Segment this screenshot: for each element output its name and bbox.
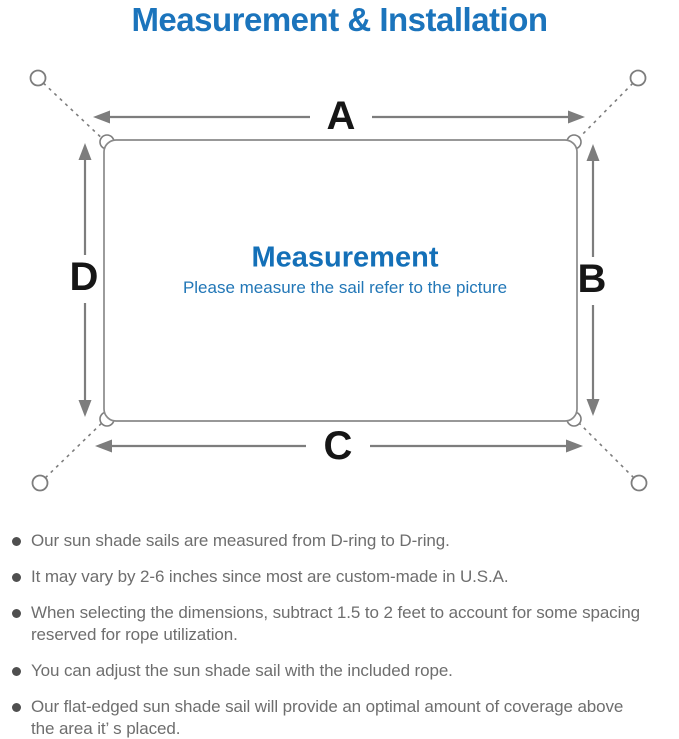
- sail-measurement-diagram: A B C D Measurement Please measure the s…: [0, 60, 679, 520]
- rope-dashed-line-bottom-right: [573, 417, 640, 484]
- note-text: When selecting the dimensions, subtract …: [31, 603, 640, 644]
- arrow-c-head-left: [95, 439, 112, 453]
- corner-d-rings: [99, 134, 582, 427]
- anchor-ring-icon-bottom-right: [630, 474, 648, 492]
- rope-dashed-line-bottom-left: [39, 417, 108, 484]
- sail-outline: [103, 139, 578, 422]
- dimension-label-c: C: [323, 424, 353, 468]
- list-item: When selecting the dimensions, subtract …: [12, 602, 679, 646]
- bullet-icon: [12, 609, 21, 618]
- anchor-ring-icon-bottom-left: [31, 474, 49, 492]
- arrow-a-head-left: [93, 110, 110, 124]
- anchor-ring-icon-top-right: [629, 69, 647, 87]
- bullet-icon: [12, 537, 21, 546]
- rope-dashed-line-top-right: [573, 77, 639, 144]
- sail-diagram-canvas: [29, 69, 648, 492]
- list-item: Our sun shade sails are measured from D-…: [12, 530, 679, 552]
- diagram-heading: Measurement: [251, 241, 439, 274]
- note-text: It may vary by 2-6 inches since most are…: [31, 567, 509, 586]
- page-title: Measurement & Installation: [131, 1, 548, 38]
- arrow-a-head-right: [568, 110, 585, 124]
- dimension-label-a: A: [326, 94, 356, 138]
- notes-section: Our sun shade sails are measured from D-…: [0, 520, 679, 739]
- arrow-a: [93, 110, 585, 124]
- diagram-subheading: Please measure the sail refer to the pic…: [182, 278, 508, 297]
- arrow-b-head-bottom: [586, 399, 600, 416]
- note-text: Our flat-edged sun shade sail will provi…: [31, 697, 624, 738]
- arrow-d-head-bottom: [78, 400, 92, 417]
- anchor-ring-icon-top-left: [29, 69, 47, 87]
- bullet-icon: [12, 703, 21, 712]
- arrow-c: [95, 439, 583, 453]
- bullet-icon: [12, 667, 21, 676]
- arrow-d: [78, 143, 92, 417]
- note-text: Our sun shade sails are measured from D-…: [31, 531, 450, 550]
- note-text: You can adjust the sun shade sail with t…: [31, 661, 453, 680]
- dimension-label-d: D: [69, 255, 99, 299]
- dimension-label-b: B: [577, 257, 607, 301]
- anchor-points: [29, 69, 648, 492]
- arrow-c-head-right: [566, 439, 583, 453]
- arrow-b: [586, 144, 600, 416]
- rope-dashed-lines: [37, 77, 640, 484]
- list-item: Our flat-edged sun shade sail will provi…: [12, 696, 679, 739]
- arrow-b-head-top: [586, 144, 600, 161]
- rope-dashed-line-top-left: [37, 77, 108, 144]
- header: Measurement & Installation: [0, 0, 679, 60]
- list-item: It may vary by 2-6 inches since most are…: [12, 566, 679, 588]
- bullet-icon: [12, 573, 21, 582]
- arrow-d-head-top: [78, 143, 92, 160]
- list-item: You can adjust the sun shade sail with t…: [12, 660, 679, 682]
